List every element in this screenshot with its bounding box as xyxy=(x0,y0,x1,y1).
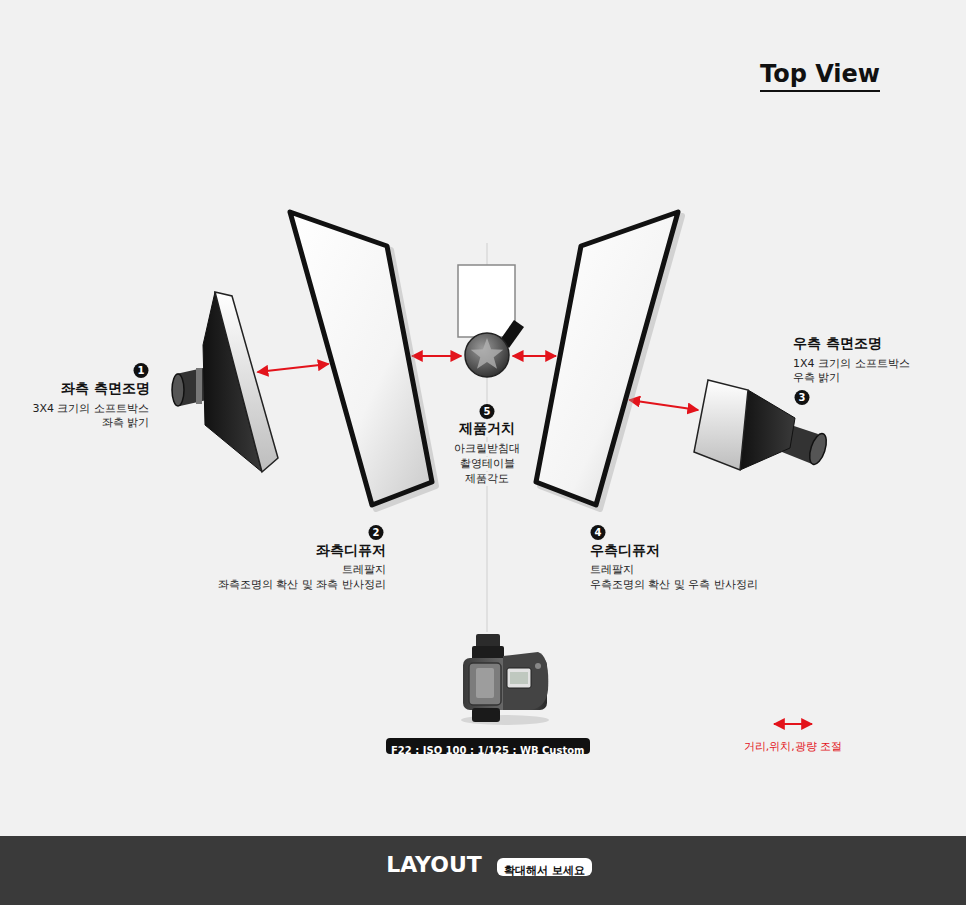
text-slot: 4 xyxy=(591,521,606,540)
text-slot: LAYOUT xyxy=(386,852,482,878)
adjust-arrow xyxy=(513,355,556,357)
label-text: F22 : ISO 100 : 1/125 : WB Custom xyxy=(391,744,585,758)
label-text: 트레팔지 xyxy=(342,563,386,577)
legend-sample xyxy=(774,723,812,725)
right-diffuser: 4우측디퓨저트레팔지우측조명의 확산 및 우측 반사정리 xyxy=(532,210,680,508)
text-slot: 5 xyxy=(480,400,495,419)
right-diffuser-shape xyxy=(532,210,680,508)
text-slot: 촬영테이블 xyxy=(458,452,517,471)
heading: 우측 측면조명 xyxy=(793,335,882,352)
label-text: 제품각도 xyxy=(463,472,511,486)
label-text: 촬영테이블 xyxy=(458,457,517,471)
text-slot: 좌측조명의 확산 및 좌측 반사정리 xyxy=(218,573,386,592)
product-stand-shape xyxy=(456,263,526,380)
footer-band: 확대해서 보세요 LAYOUT xyxy=(0,836,966,905)
callout-number: 1 xyxy=(134,363,149,378)
right-side-light-shape xyxy=(690,376,830,476)
callout-number: 3 xyxy=(795,390,810,405)
label-text: 우측조명의 확산 및 우측 반사정리 xyxy=(590,578,758,592)
callout-number: 4 xyxy=(591,525,606,540)
text-slot: 좌측디퓨저 xyxy=(316,540,386,559)
text-slot: 우측디퓨저 xyxy=(590,540,660,559)
text-slot: 좌측 측면조명 xyxy=(61,378,150,397)
text-slot: 제품각도 xyxy=(463,467,511,486)
camera-icon xyxy=(461,634,549,725)
label-text: 3X4 크기의 소프트박스 xyxy=(32,402,149,416)
title: Top View xyxy=(760,60,880,92)
text-slot: 3 xyxy=(795,386,810,405)
heading: 우측디퓨저 xyxy=(590,542,660,559)
camera-settings: F22 : ISO 100 : 1/125 : WB Custom xyxy=(386,738,590,754)
text-slot: 우측 측면조명 xyxy=(793,333,882,352)
heading: 좌측 측면조명 xyxy=(61,380,150,397)
heading: 좌측디퓨저 xyxy=(316,542,386,559)
adjust-arrow xyxy=(258,364,329,372)
text-slot: 3X4 크기의 소프트박스 xyxy=(32,397,149,416)
text-slot: 좌측 밝기 xyxy=(102,411,150,430)
text-slot: 2 xyxy=(369,521,384,540)
left-side-light-shape xyxy=(168,288,282,476)
label-text: 좌측조명의 확산 및 좌측 반사정리 xyxy=(218,578,386,592)
text-slot: F22 : ISO 100 : 1/125 : WB Custom xyxy=(391,739,585,758)
adjust-arrow xyxy=(629,400,698,410)
label-text: LAYOUT xyxy=(386,852,482,878)
text-slot: 제품거치 xyxy=(457,418,517,437)
heading: 제품거치 xyxy=(457,420,517,437)
text-slot: 트레팔지 xyxy=(342,558,386,577)
legend-text: 거리,위치,광량 조절 xyxy=(744,739,843,754)
text-slot: 1X4 크기의 소프트박스 xyxy=(793,352,910,371)
right-side-light: 우측 측면조명1X4 크기의 소프트박스우측 밝기3 xyxy=(690,376,830,476)
label-text: 1X4 크기의 소프트박스 xyxy=(793,357,910,371)
text-slot: 1 xyxy=(134,359,149,378)
text-slot: 확대해서 보세요 xyxy=(504,859,585,879)
callout-number: 5 xyxy=(480,404,495,419)
product-stand: 5제품거치아크릴받침대촬영테이블제품각도 xyxy=(456,263,526,380)
left-diffuser: 2좌측디퓨저트레팔지좌측조명의 확산 및 좌측 반사정리 xyxy=(288,210,436,508)
zoom-note: 확대해서 보세요 xyxy=(497,858,592,876)
left-diffuser-shape xyxy=(288,210,436,508)
label-text: 아크릴받침대 xyxy=(452,442,522,456)
label-text: 트레팔지 xyxy=(590,563,634,577)
label-text: 우측 밝기 xyxy=(793,371,841,385)
label-text: 확대해서 보세요 xyxy=(504,863,585,879)
left-side-light: 1좌측 측면조명3X4 크기의 소프트박스좌측 밝기 xyxy=(168,288,282,476)
callout-number: 2 xyxy=(369,525,384,540)
adjust-arrow xyxy=(412,355,461,357)
label-text: 좌측 밝기 xyxy=(102,416,150,430)
text-slot: 트레팔지 xyxy=(590,558,634,577)
text-slot: 아크릴받침대 xyxy=(452,437,522,456)
